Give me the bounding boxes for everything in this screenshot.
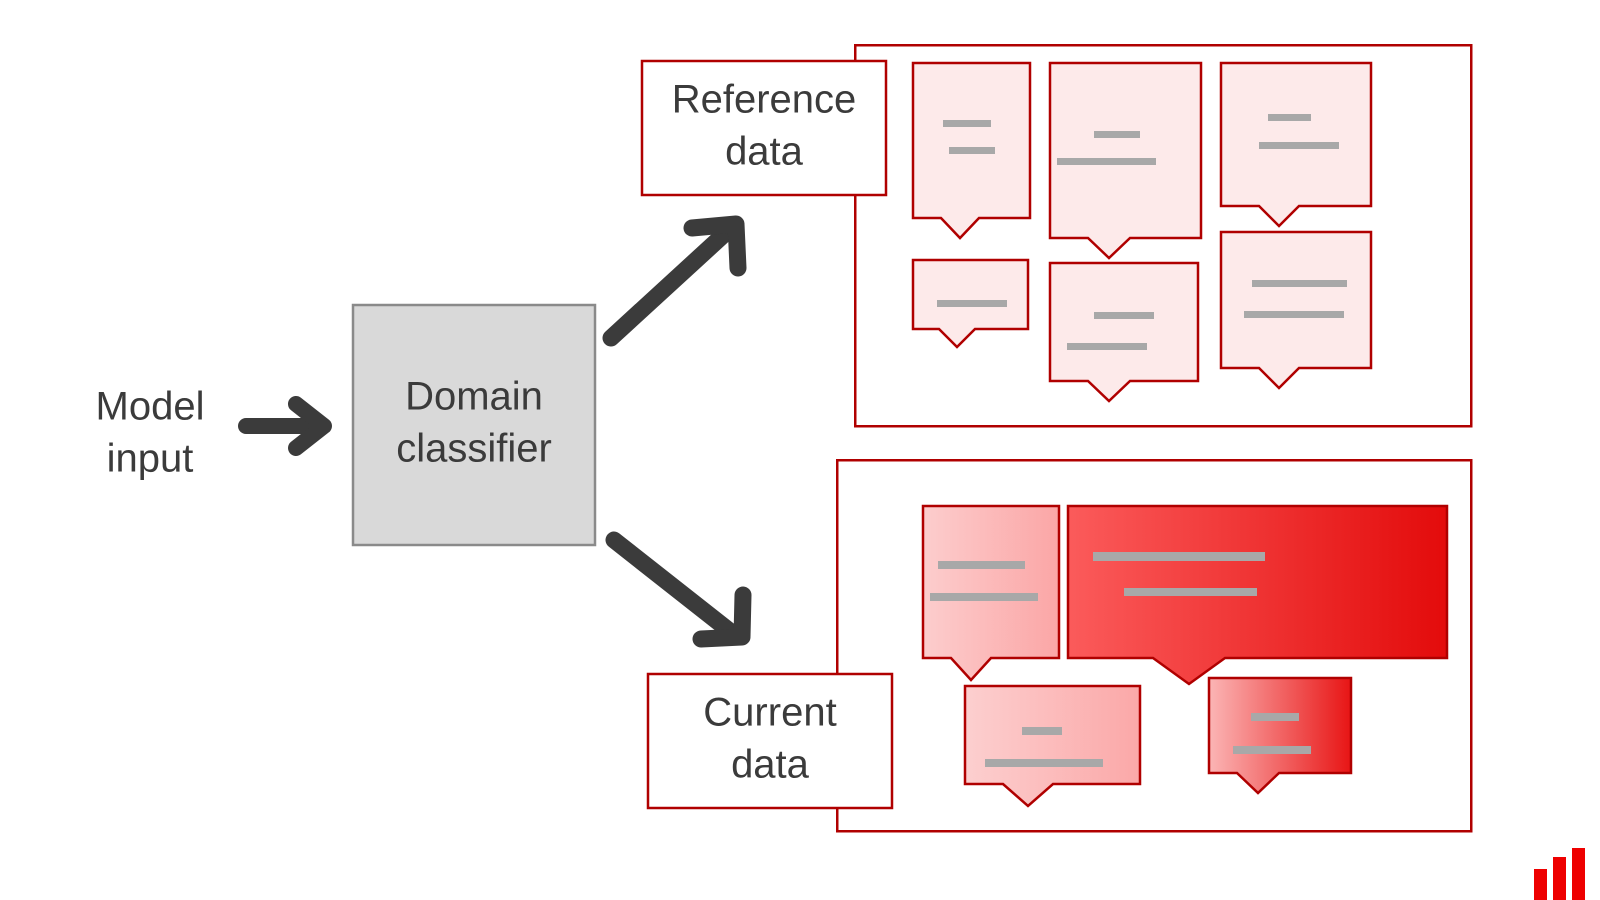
reference-data-label-line2: data <box>725 130 804 174</box>
logo-bar-3 <box>1572 848 1585 900</box>
reference-data-label-box[interactable] <box>640 59 888 197</box>
reference-data-panel <box>854 44 1473 428</box>
logo-bar-1 <box>1534 869 1547 900</box>
arrow-input-to-classifier-head <box>288 396 332 456</box>
bubble-cur-2-text-line-1 <box>1093 552 1265 561</box>
bubble-ref-2-text-line-2 <box>1057 158 1156 165</box>
bubble-cur-3 <box>963 684 1142 808</box>
bubble-ref-2-text-line-1 <box>1094 131 1140 138</box>
bubble-ref-1-text-line-2 <box>949 147 995 154</box>
arrow-input-to-classifier <box>238 396 332 456</box>
bubble-cur-3-shape <box>963 684 1142 808</box>
reference-data-label-line1: Reference <box>672 78 857 122</box>
current-data-label[interactable]: Current data <box>646 672 894 810</box>
bubble-cur-4-shape <box>1207 676 1353 795</box>
bubble-cur-4 <box>1207 676 1353 795</box>
bubble-cur-1-text-line-2 <box>930 593 1038 601</box>
arrow-classifier-to-current <box>605 531 752 648</box>
current-data-label-line1: Current <box>703 691 836 735</box>
model-input-line1: Model <box>96 385 205 429</box>
bubble-ref-6-text-line-1 <box>1252 280 1347 287</box>
current-data-label-line2: data <box>731 743 810 787</box>
model-input: Model input <box>96 385 205 481</box>
domain-classifier-line2: classifier <box>396 427 552 471</box>
bubble-ref-2 <box>1048 61 1203 260</box>
bubble-ref-4-text-line-1 <box>937 300 1007 307</box>
bubble-ref-5 <box>1048 261 1200 403</box>
bubble-ref-5-text-line-2 <box>1067 343 1147 350</box>
bubble-cur-4-text-line-2 <box>1233 746 1311 754</box>
bubble-ref-5-shape <box>1048 261 1200 403</box>
bubble-cur-2 <box>1066 504 1449 686</box>
domain-classifier[interactable]: Domain classifier <box>351 303 597 547</box>
bubble-ref-1 <box>911 61 1032 240</box>
bubble-cur-2-text-line-2 <box>1124 588 1257 596</box>
bubble-cur-3-text-line-1 <box>1022 727 1062 735</box>
bubble-cur-3-text-line-2 <box>985 759 1103 767</box>
domain-classifier-box[interactable] <box>351 303 597 547</box>
arrow-classifier-to-current-head <box>692 586 752 648</box>
bubble-cur-2-shape <box>1066 504 1449 686</box>
bubble-ref-6-text-line-2 <box>1244 311 1344 318</box>
bubble-ref-3 <box>1219 61 1373 228</box>
current-data-label-box[interactable] <box>646 672 894 810</box>
current-data-panel-border <box>836 459 1473 833</box>
arrow-classifier-to-reference-head <box>683 215 747 277</box>
bubble-cur-4-text-line-1 <box>1251 713 1299 721</box>
bubble-ref-1-text-line-1 <box>943 120 991 127</box>
reference-data-label[interactable]: Reference data <box>640 59 888 197</box>
bubble-ref-6-shape <box>1219 230 1373 390</box>
bubble-ref-4 <box>911 258 1030 349</box>
arrow-classifier-to-reference-shaft <box>602 219 740 347</box>
bubble-cur-1 <box>921 504 1061 682</box>
bubble-ref-3-text-line-1 <box>1268 114 1311 121</box>
arrow-classifier-to-reference <box>602 215 747 347</box>
flow-arrows <box>238 215 752 648</box>
data-panels <box>836 44 1473 833</box>
logo-bar-2 <box>1553 857 1566 900</box>
diagram-nodes: ModelinputDomainclassifierReferencedataC… <box>96 59 894 810</box>
bar-chart-logo <box>1534 848 1585 900</box>
arrow-classifier-to-current-shaft <box>605 531 745 645</box>
bubble-cur-1-text-line-1 <box>938 561 1025 569</box>
domain-classifier-line1: Domain <box>405 375 543 419</box>
bubble-ref-6 <box>1219 230 1373 390</box>
model-input-line2: input <box>107 437 194 481</box>
reference-data-panel-border <box>854 44 1473 428</box>
bubble-ref-5-text-line-1 <box>1094 312 1154 319</box>
bubble-ref-3-text-line-2 <box>1259 142 1339 149</box>
current-data-panel <box>836 459 1473 833</box>
